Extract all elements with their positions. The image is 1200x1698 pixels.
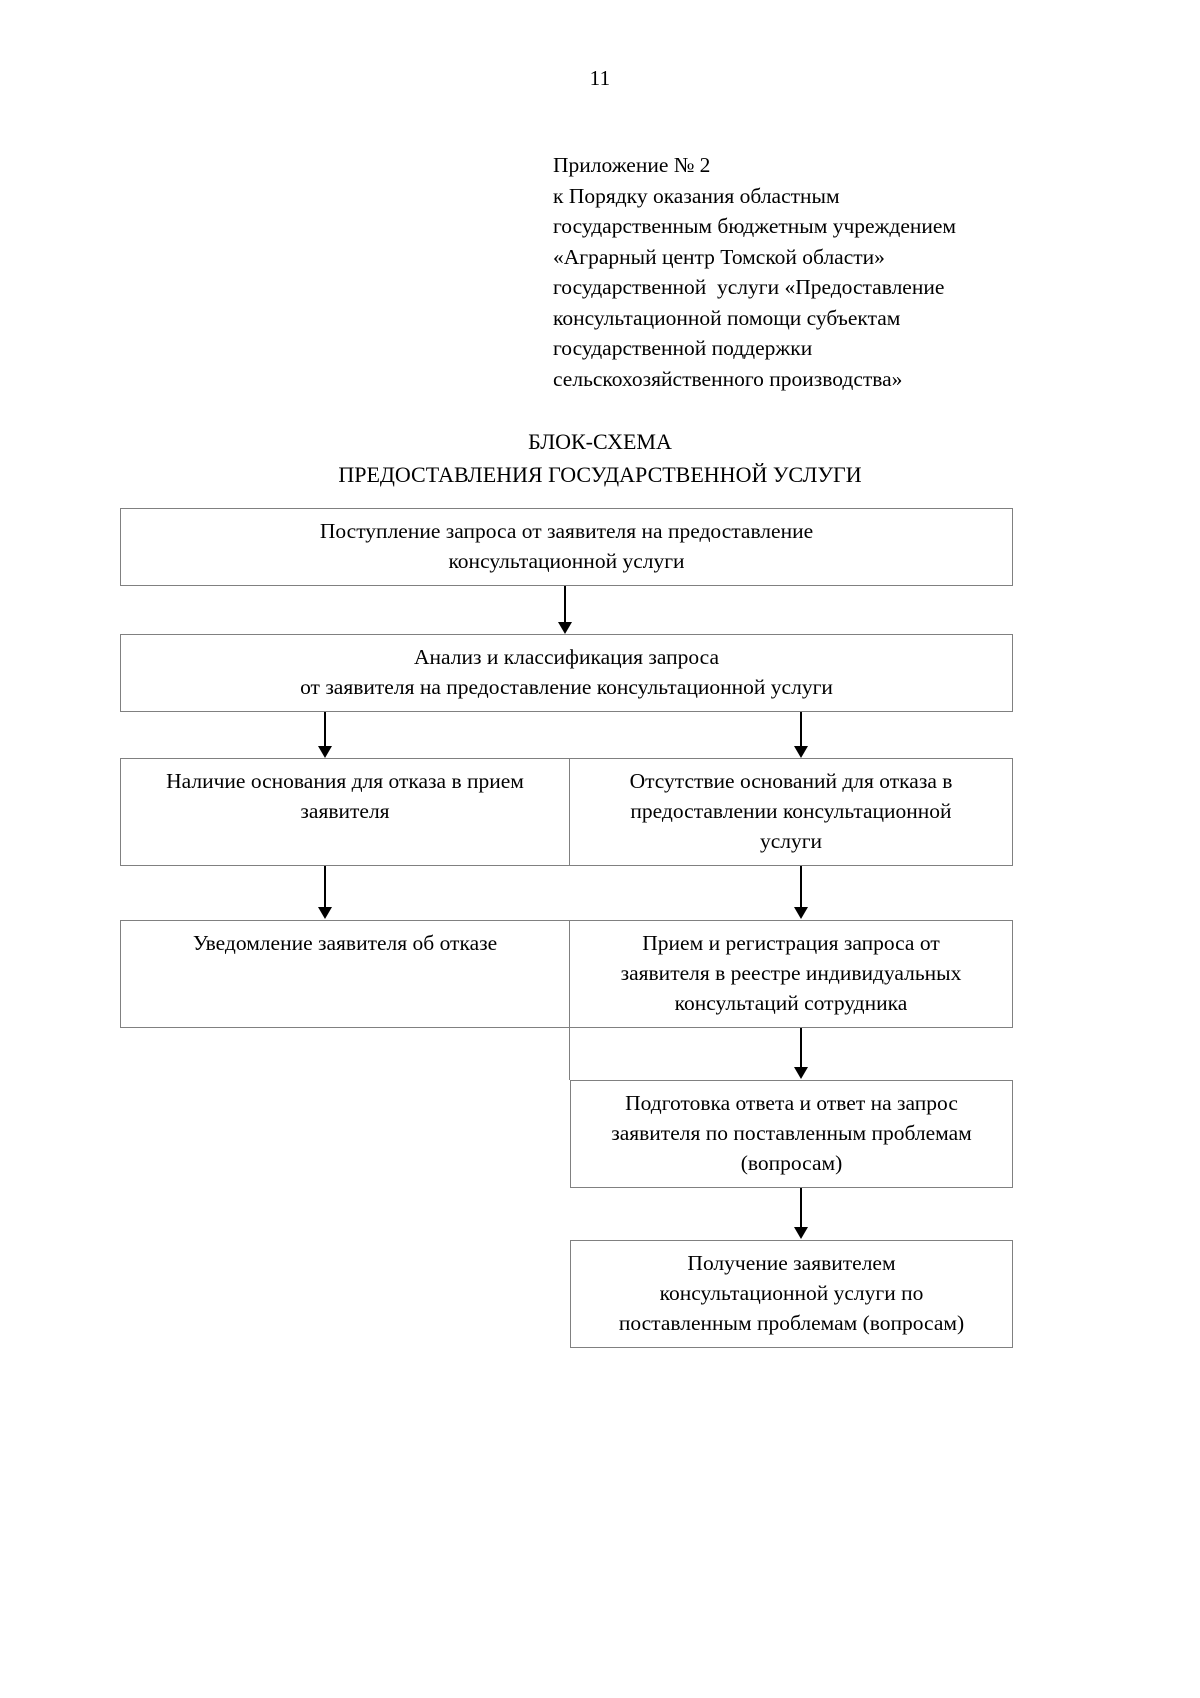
page-number: 11: [589, 66, 611, 90]
flow-node-line: консультационной услуги: [448, 549, 685, 573]
arrow-down-icon: [794, 866, 808, 919]
appendix-line-5: государственной услуги «Предоставление: [553, 275, 945, 299]
flow-node-line: предоставлении консультационной: [630, 799, 952, 823]
flow-node-line: Поступление запроса от заявителя на пред…: [319, 519, 814, 543]
flow-row-processing: Уведомление заявителя об отказе Прием и …: [120, 920, 1013, 1028]
flow-node-line: Наличие основания для отказа в прием: [166, 769, 524, 793]
appendix-line-2: к Порядку оказания областным: [553, 183, 840, 208]
flow-edge-group: [120, 712, 1013, 758]
flow-node-request-analysis: Анализ и классификация запроса от заявит…: [120, 634, 1013, 712]
flow-row-decision: Наличие основания для отказа в прием зая…: [120, 758, 1013, 866]
flow-node-line: консультаций сотрудника: [674, 991, 908, 1015]
appendix-line-1: Приложение № 2: [553, 153, 711, 177]
flow-node-line: поставленным проблемам (вопросам): [618, 1311, 965, 1335]
appendix-line-4: «Аграрный центр Томской области»: [553, 244, 885, 269]
document-title-line-1: БЛОК-СХЕМА: [528, 429, 672, 454]
flow-node-line: заявителя по поставленным проблемам: [611, 1121, 972, 1145]
flow-node-service-received: Получение заявителем консультационной ус…: [570, 1240, 1013, 1348]
flow-node-line: от заявителя на предоставление консульта…: [300, 675, 833, 699]
flow-row-answer: Подготовка ответа и ответ на запрос заяв…: [120, 1080, 1013, 1188]
flow-node-line: Получение заявителем: [687, 1251, 896, 1275]
flow-column-divider: [120, 1028, 570, 1080]
document-title: БЛОК-СХЕМА ПРЕДОСТАВЛЕНИЯ ГОСУДАРСТВЕННО…: [0, 425, 1200, 491]
flow-node-line: Анализ и классификация запроса: [413, 645, 720, 669]
flow-node-answer-preparation: Подготовка ответа и ответ на запрос заяв…: [570, 1080, 1013, 1188]
arrow-down-icon: [318, 712, 332, 758]
flow-node-refusal-notification: Уведомление заявителя об отказе: [120, 920, 570, 1028]
appendix-line-3: государственным бюджетным учреждением: [553, 214, 957, 238]
flow-node-line: (вопросам): [740, 1151, 843, 1175]
flow-edge-group: [120, 1028, 1013, 1080]
flow-node-line: заявителя в реестре индивидуальных: [620, 961, 962, 985]
appendix-line-8: сельскохозяйственного производства»: [553, 366, 903, 391]
appendix-header-block: Приложение № 2 к Порядку оказания област…: [553, 150, 1033, 394]
flow-node-line: Уведомление заявителя об отказе: [192, 931, 498, 955]
arrow-down-icon: [794, 1188, 808, 1239]
arrow-down-icon: [794, 1028, 808, 1079]
flow-node-line: Подготовка ответа и ответ на запрос: [625, 1091, 958, 1115]
arrow-down-icon: [794, 712, 808, 758]
appendix-line-7: государственной поддержки: [553, 336, 813, 360]
flow-node-request-registration: Прием и регистрация запроса от заявителя…: [570, 920, 1013, 1028]
flow-row-result: Получение заявителем консультационной ус…: [120, 1240, 1013, 1348]
flow-node-line: услуги: [759, 829, 823, 853]
flow-node-line: заявителя: [300, 799, 390, 823]
flow-node-line: Прием и регистрация запроса от: [642, 931, 940, 955]
flow-node-request-received: Поступление запроса от заявителя на пред…: [120, 508, 1013, 586]
document-title-line-2: ПРЕДОСТАВЛЕНИЯ ГОСУДАРСТВЕННОЙ УСЛУГИ: [338, 462, 862, 487]
flow-node-line: консультационной услуги по: [659, 1281, 924, 1305]
flow-edge-group: [120, 1188, 1013, 1240]
flow-node-refusal-grounds-absent: Отсутствие оснований для отказа в предос…: [570, 758, 1013, 866]
flow-node-line: Отсутствие оснований для отказа в: [629, 769, 953, 793]
flow-edge-group: [120, 586, 1013, 634]
flowchart: Поступление запроса от заявителя на пред…: [120, 508, 1013, 1348]
arrow-down-icon: [318, 866, 332, 919]
flow-node-refusal-grounds-present: Наличие основания для отказа в прием зая…: [120, 758, 570, 866]
appendix-line-6: консультационной помощи субъектам: [553, 305, 901, 330]
arrow-down-icon: [558, 586, 572, 634]
flow-edge-group: [120, 866, 1013, 920]
